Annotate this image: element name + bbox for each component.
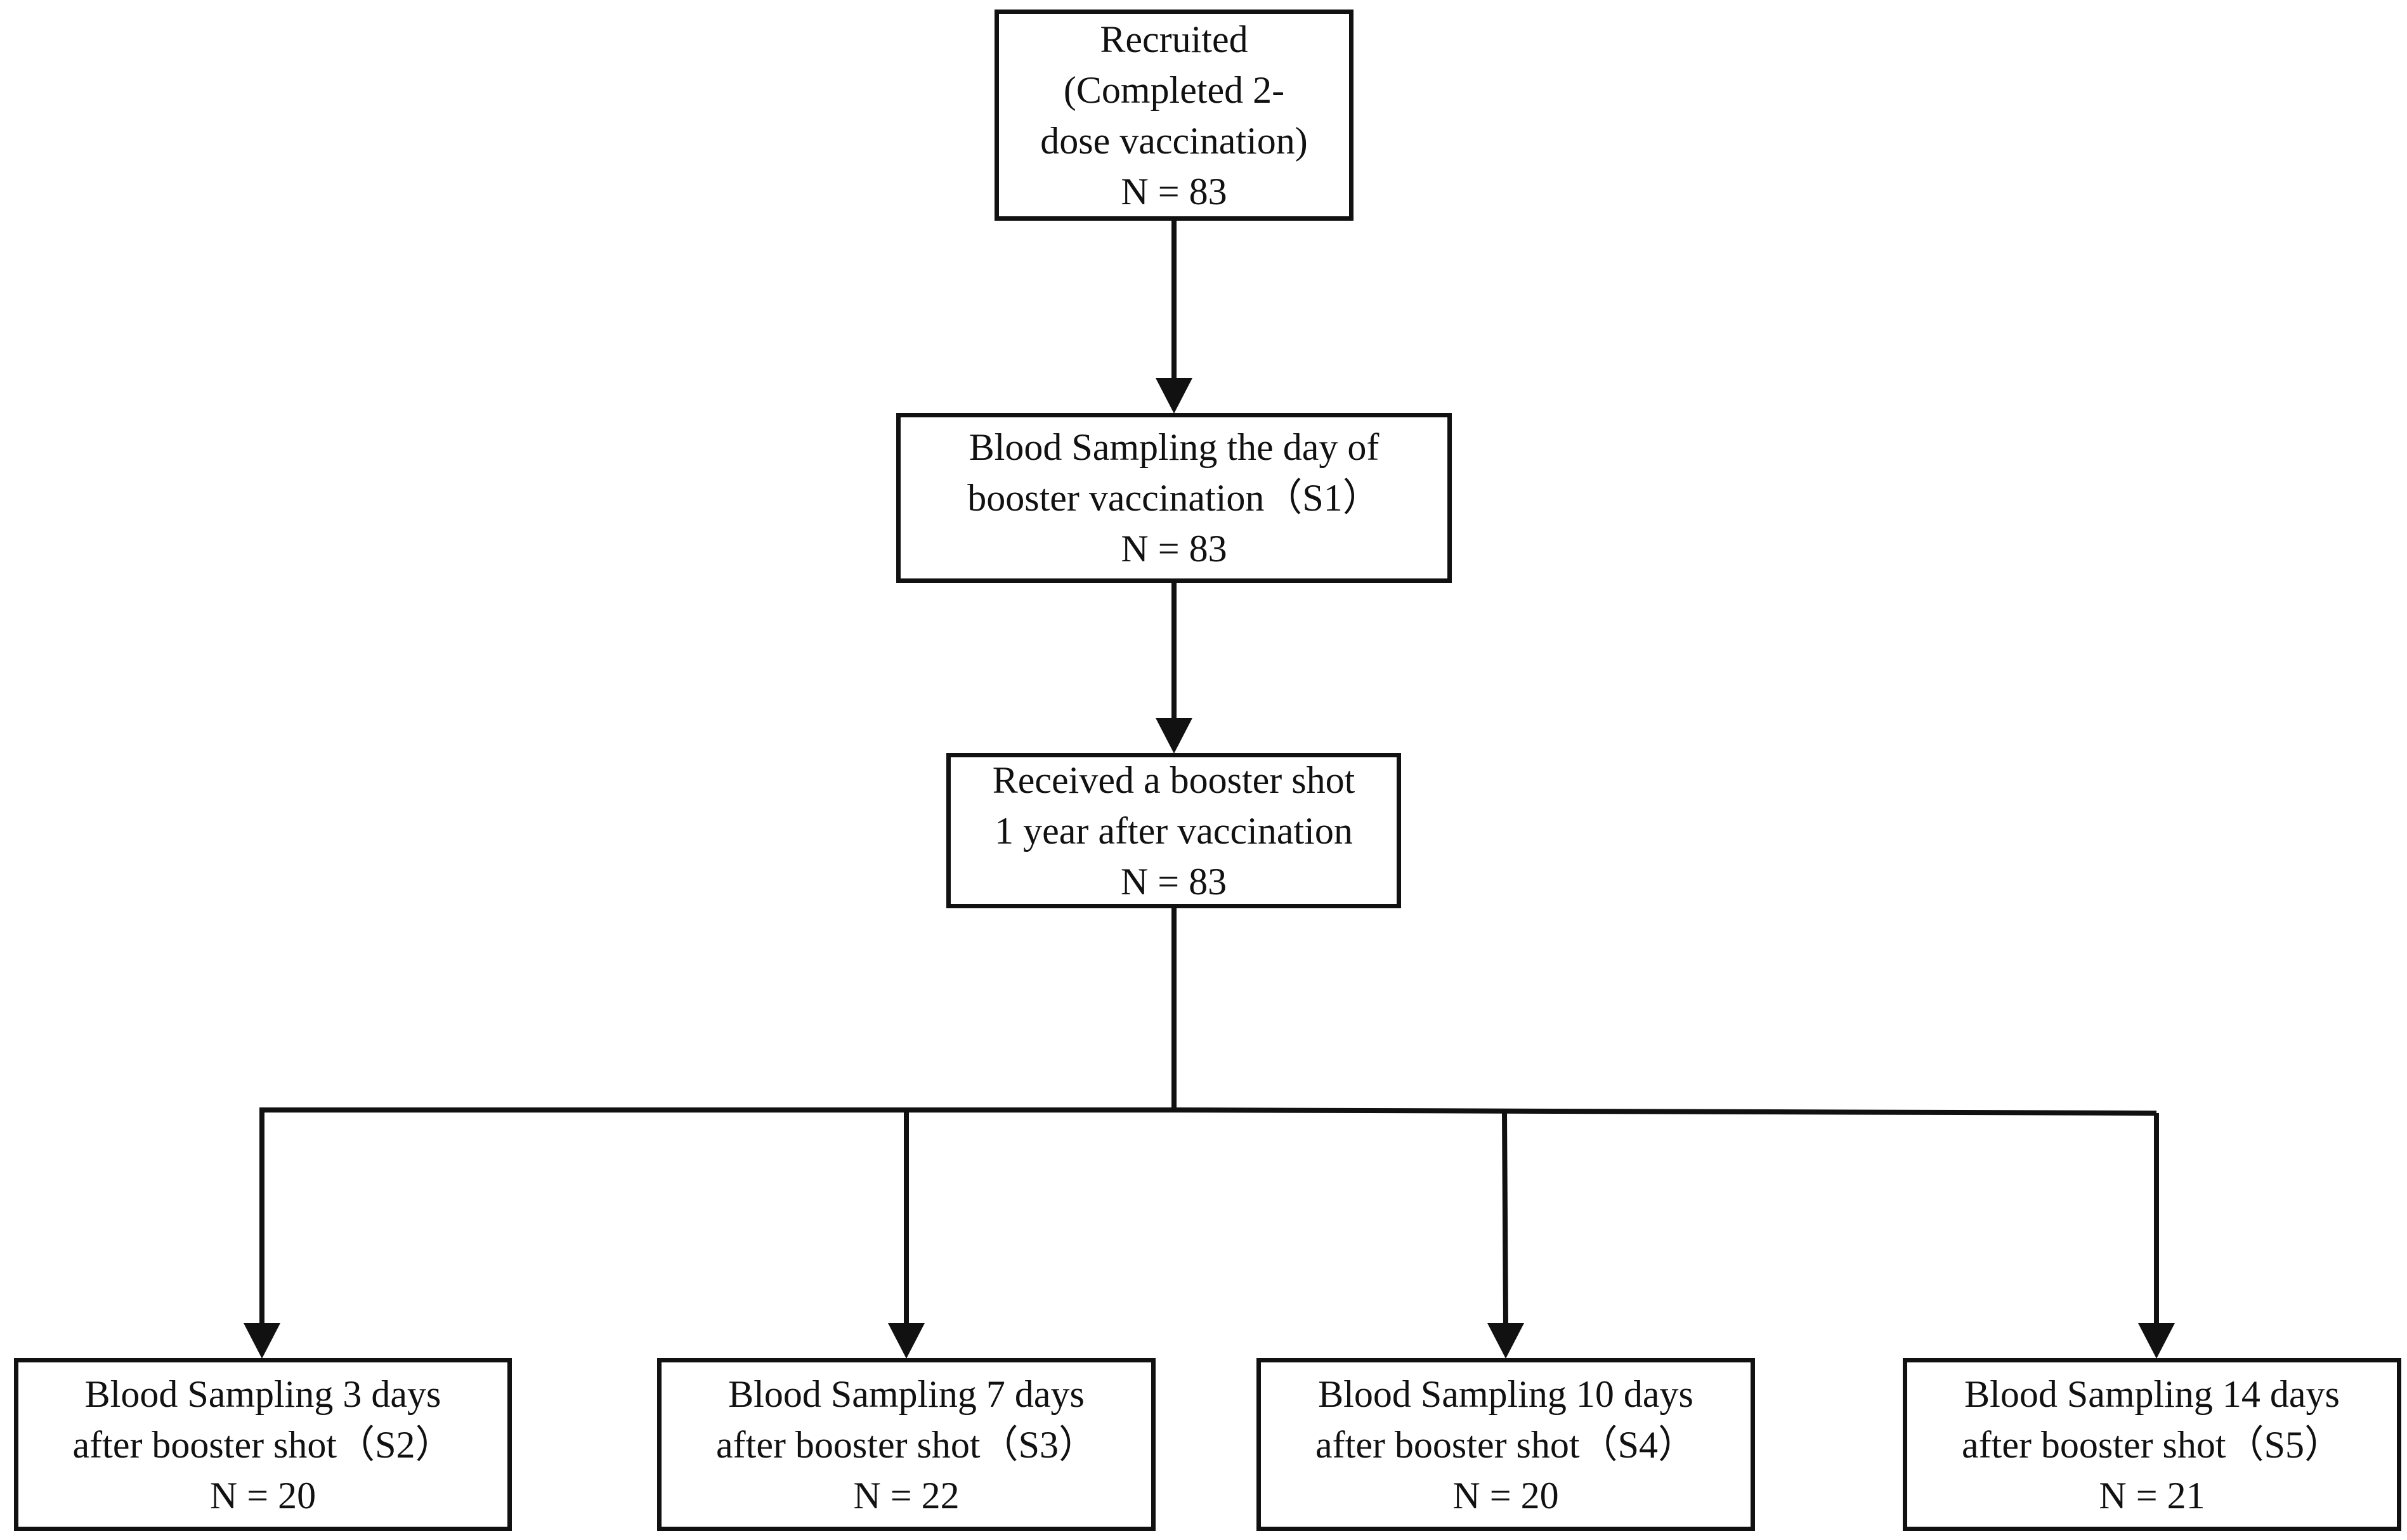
node-booster: Received a booster shot 1 year after vac…: [946, 753, 1401, 908]
node-recruited-line1: Recruited: [1100, 18, 1248, 60]
node-s3-count: N = 22: [853, 1474, 960, 1517]
node-s2-count: N = 20: [209, 1474, 316, 1517]
node-recruited-line2: (Completed 2-: [1063, 69, 1285, 111]
node-recruited-line3: dose vaccination): [1040, 119, 1308, 162]
node-s1-line2: booster vaccination（S1）: [967, 477, 1381, 519]
node-s1: Blood Sampling the day of booster vaccin…: [896, 413, 1452, 583]
arrowhead-booster-icon: [1156, 718, 1192, 754]
node-booster-line2: 1 year after vaccination: [995, 809, 1353, 852]
node-booster-line1: Received a booster shot: [992, 759, 1355, 801]
arrowhead-s2-icon: [244, 1323, 280, 1359]
node-s4-line1: Blood Sampling 10 days: [1318, 1373, 1693, 1415]
node-s2: Blood Sampling 3 days after booster shot…: [14, 1358, 512, 1531]
node-s3-line2: after booster shot（S3）: [716, 1423, 1097, 1466]
node-recruited-count: N = 83: [1121, 170, 1227, 212]
node-s2-line2: after booster shot（S2）: [72, 1423, 453, 1466]
node-s5-line1: Blood Sampling 14 days: [1964, 1373, 2340, 1415]
node-s5-count: N = 21: [2099, 1474, 2205, 1517]
node-booster-count: N = 83: [1120, 860, 1227, 903]
node-s1-count: N = 83: [1121, 528, 1227, 570]
node-s3-line1: Blood Sampling 7 days: [728, 1373, 1085, 1415]
node-s4: Blood Sampling 10 days after booster sho…: [1256, 1358, 1755, 1531]
node-recruited: Recruited (Completed 2- dose vaccination…: [995, 10, 1354, 221]
arrowhead-s4-icon: [1487, 1323, 1524, 1359]
node-s1-line1: Blood Sampling the day of: [969, 426, 1380, 468]
arrowhead-s5-icon: [2138, 1323, 2175, 1359]
arrowhead-s1-icon: [1156, 378, 1192, 414]
node-s5: Blood Sampling 14 days after booster sho…: [1903, 1358, 2401, 1531]
edge-booster-to-s4: [1502, 1111, 1508, 1326]
node-s2-line1: Blood Sampling 3 days: [84, 1373, 441, 1415]
edge-branch-bar: [262, 1107, 2157, 1116]
arrowhead-s3-icon: [888, 1323, 925, 1359]
node-s4-count: N = 20: [1452, 1474, 1559, 1517]
node-s4-line2: after booster shot（S4）: [1315, 1423, 1696, 1466]
node-s3: Blood Sampling 7 days after booster shot…: [657, 1358, 1156, 1531]
node-s5-line2: after booster shot（S5）: [1962, 1423, 2342, 1466]
